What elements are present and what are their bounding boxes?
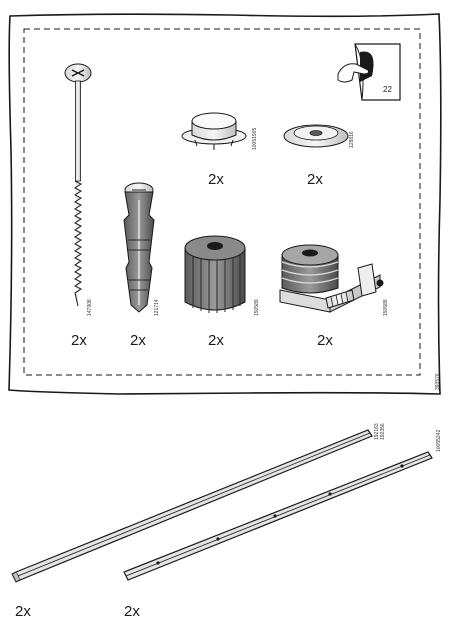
quantity-glide-pad: 2x — [208, 171, 224, 188]
quantity-felt-pad: 2x — [307, 171, 323, 188]
part-number-foot-bracket: 150588 — [383, 299, 389, 316]
part-number-rail-long-2: 192356 — [380, 423, 386, 440]
rail-strip-icon — [123, 451, 433, 581]
glide-pad-icon — [181, 112, 247, 150]
part-number-glide-pad: 10051905 — [252, 127, 258, 150]
felt-pad-icon — [283, 124, 349, 148]
foot-bracket-icon — [279, 244, 384, 313]
wall-anchor-icon — [123, 182, 155, 313]
rail-long-icon — [11, 429, 373, 583]
booklet-page-number: 22 — [383, 85, 392, 94]
quantity-adjustable-foot: 2x — [208, 332, 224, 349]
quantity-rail-long: 2x — [15, 603, 31, 620]
quantity-foot-bracket: 2x — [317, 332, 333, 349]
quantity-wall-anchor: 2x — [130, 332, 146, 349]
part-number-adjustable-foot: 150589 — [254, 299, 260, 316]
part-number-wood-screw: 147908 — [87, 299, 93, 316]
quantity-wood-screw: 2x — [71, 332, 87, 349]
part-number-wall-anchor: 121714 — [154, 299, 160, 316]
bag-number: 393576 — [435, 373, 441, 390]
adjustable-foot-icon — [184, 235, 246, 313]
quantity-rail-strip: 2x — [124, 603, 140, 620]
part-number-rail-strip: 10055242 — [436, 429, 442, 452]
booklet-page-icon — [337, 43, 401, 101]
wood-screw-icon — [64, 63, 92, 307]
part-number-felt-pad: 128816 — [349, 131, 355, 148]
